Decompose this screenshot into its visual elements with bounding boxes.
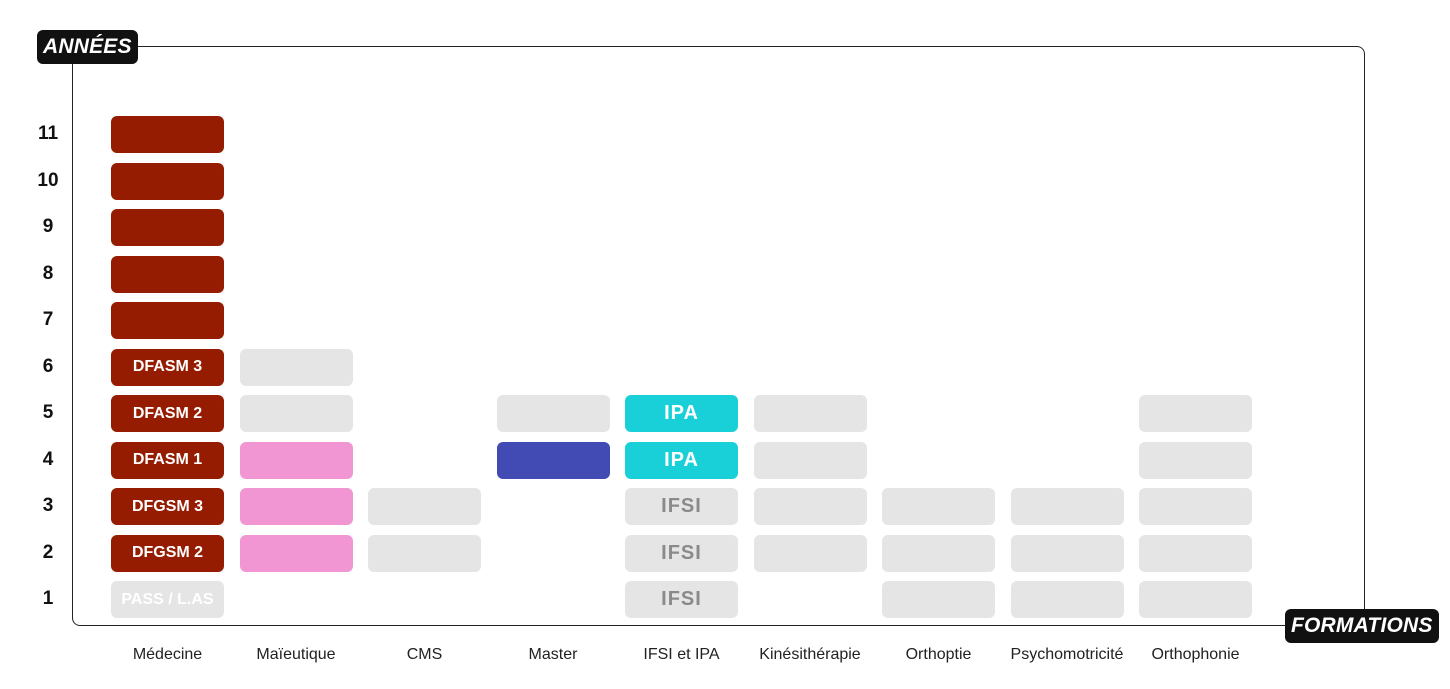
formation-cell xyxy=(882,534,995,572)
formation-cell: DFASM 2 xyxy=(111,395,224,432)
year-label: 2 xyxy=(42,541,54,563)
formation-cell xyxy=(111,302,224,339)
chart-frame xyxy=(72,46,1365,626)
formation-cell xyxy=(1139,395,1252,432)
formation-cell xyxy=(1139,581,1252,618)
formation-cell xyxy=(753,395,867,432)
formation-cell: DFGSM 2 xyxy=(111,534,224,572)
formation-label: IFSI et IPA xyxy=(643,646,720,663)
formation-label: Master xyxy=(528,646,578,663)
y-axis-title: ANNÉES xyxy=(37,30,138,64)
formation-cell: IFSI xyxy=(625,488,738,525)
formation-cell: IPA xyxy=(625,395,738,432)
formation-cell xyxy=(239,441,353,479)
year-label: 11 xyxy=(37,123,59,144)
formation-cell: DFASM 1 xyxy=(111,441,224,479)
formation-cell: IPA xyxy=(625,441,738,479)
formation-cell xyxy=(368,488,481,525)
formation-label: Maïeutique xyxy=(256,646,336,663)
year-label: 3 xyxy=(42,495,54,516)
formation-cell xyxy=(239,348,353,386)
year-label: 10 xyxy=(37,169,59,191)
formation-label: Kinésithérapie xyxy=(759,646,861,663)
formation-cell xyxy=(1010,581,1124,618)
formation-cell xyxy=(1139,488,1252,525)
formation-cell xyxy=(111,162,224,200)
formation-cell xyxy=(1139,441,1252,479)
formation-cell: DFASM 3 xyxy=(111,348,224,386)
year-label: 9 xyxy=(42,216,54,237)
formation-cell xyxy=(882,488,995,525)
formation-cell xyxy=(1010,534,1124,572)
formation-label: CMS xyxy=(406,646,443,663)
formation-label: Médecine xyxy=(132,646,203,663)
formation-cell: DFGSM 3 xyxy=(111,488,224,525)
formation-cell: IFSI xyxy=(625,534,738,572)
formation-cell xyxy=(239,488,353,525)
formation-cell xyxy=(496,441,610,479)
formation-cell xyxy=(239,534,353,572)
year-label: 8 xyxy=(42,262,54,284)
formation-cell xyxy=(111,209,224,246)
formation-label: Orthophonie xyxy=(1151,646,1240,663)
year-label: 5 xyxy=(42,402,54,423)
year-label: 7 xyxy=(42,309,54,330)
formation-cell xyxy=(753,441,867,479)
formation-cell xyxy=(1139,534,1252,572)
formation-cell xyxy=(111,255,224,293)
formation-cell: IFSI xyxy=(625,581,738,618)
formation-label: Psychomotricité xyxy=(1010,646,1124,663)
formation-cell xyxy=(753,488,867,525)
formation-cell xyxy=(111,116,224,153)
year-label: 1 xyxy=(42,588,54,609)
formation-cell xyxy=(496,395,610,432)
formation-cell: PASS / L.AS xyxy=(111,581,224,618)
formation-label: Orthoptie xyxy=(905,646,972,663)
year-label: 6 xyxy=(42,355,54,377)
formation-cell xyxy=(882,581,995,618)
formation-cell xyxy=(239,395,353,432)
year-label: 4 xyxy=(42,448,54,470)
formation-cell xyxy=(753,534,867,572)
formation-cell xyxy=(1010,488,1124,525)
formation-cell xyxy=(368,534,481,572)
x-axis-title: FORMATIONS xyxy=(1285,609,1439,643)
